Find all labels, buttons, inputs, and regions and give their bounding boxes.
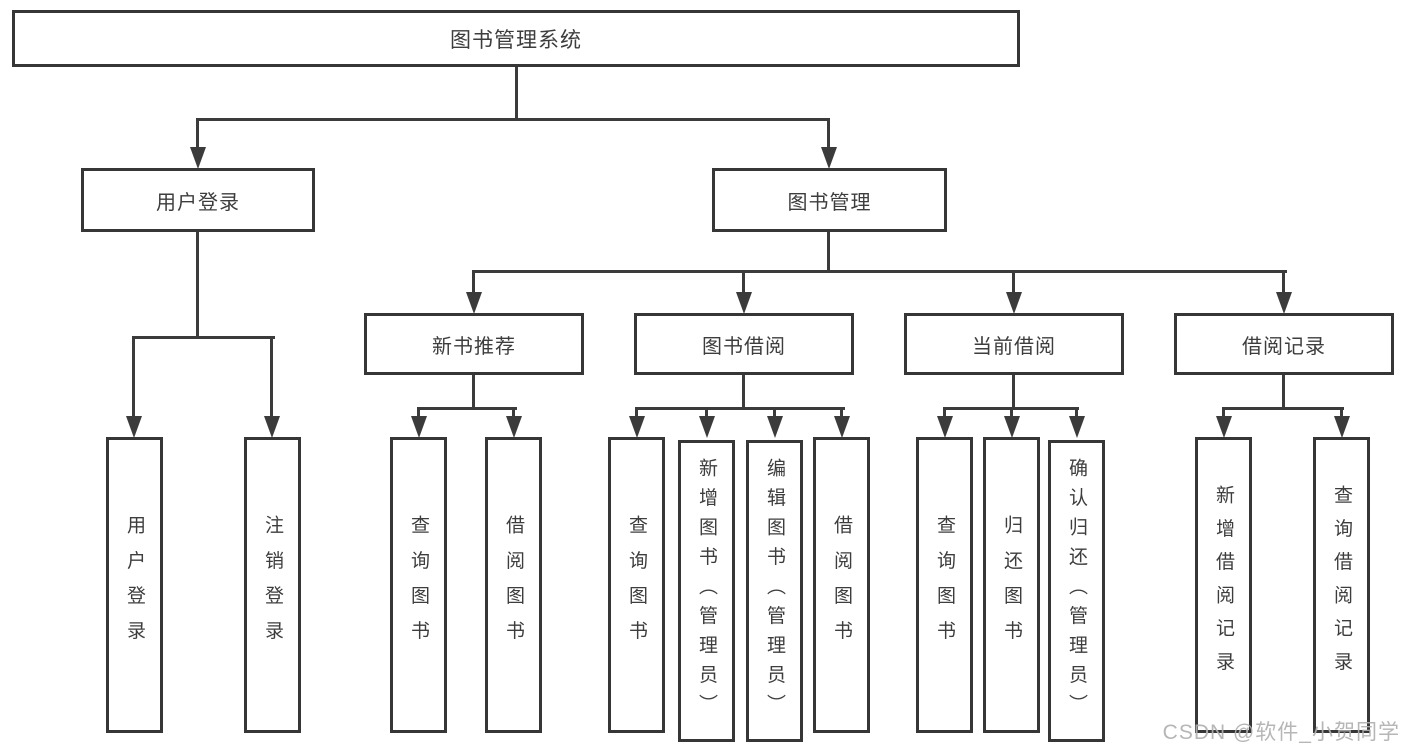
connector-leaf-drop: [840, 407, 843, 417]
leaf-borrow-books: 借阅图书: [485, 437, 542, 733]
leaf-label: 借阅图书: [831, 514, 852, 656]
arrow-down-icon: [736, 292, 752, 314]
connector-leaf-drop: [512, 407, 515, 417]
leaf-confirm-return-admin: 确认归还（管理员）: [1048, 440, 1105, 742]
leaf-label: 新增借阅记录: [1213, 485, 1234, 685]
leaf-label: 查询图书: [934, 514, 955, 656]
connector-level2-drop: [1282, 270, 1285, 293]
arrow-down-icon: [937, 416, 953, 438]
arrow-down-icon: [1334, 416, 1350, 438]
csdn-watermark: CSDN @软件_小贺同学: [1162, 721, 1400, 744]
connector-book-mgmt-stem: [827, 232, 830, 273]
arrow-down-icon: [1216, 416, 1232, 438]
leaf-label: 查询借阅记录: [1331, 485, 1352, 685]
leaf-label: 用户登录: [124, 514, 145, 656]
leaf-query-books: 查询图书: [608, 437, 665, 733]
leaf-user-login: 用户登录: [106, 437, 163, 733]
connector-leaf-drop: [1340, 407, 1343, 417]
connector-leaf-drop: [1010, 407, 1013, 417]
node-label: 用户登录: [156, 191, 240, 214]
node-label: 新书推荐: [432, 335, 516, 358]
node-label: 图书管理系统: [450, 28, 582, 52]
leaf-borrow-books: 借阅图书: [813, 437, 870, 733]
connector-leaf-drop: [270, 336, 273, 417]
connector-root-drop: [515, 67, 518, 120]
arrow-down-icon: [834, 416, 850, 438]
leaf-label: 借阅图书: [503, 514, 524, 656]
leaf-label: 查询图书: [626, 514, 647, 656]
connector-leaf-drop: [773, 407, 776, 417]
connector-stem: [1012, 375, 1015, 410]
connector-level2-drop: [1012, 270, 1015, 293]
node-label: 当前借阅: [972, 335, 1056, 358]
connector-stem: [472, 375, 475, 410]
connector-bus: [419, 407, 517, 410]
arrow-down-icon: [1069, 416, 1085, 438]
connector-leaf-drop: [705, 407, 708, 417]
leaf-logout: 注销登录: [244, 437, 301, 733]
node-label: 图书借阅: [702, 335, 786, 358]
arrow-down-icon: [1276, 292, 1292, 314]
node-label: 借阅记录: [1242, 335, 1326, 358]
connector-level2-bus: [474, 270, 1287, 273]
connector-level2-drop: [472, 270, 475, 293]
connector-user-login-stem: [196, 232, 199, 339]
connector-leaf-drop: [635, 407, 638, 417]
node-label: 图书管理: [787, 191, 872, 214]
arrow-down-icon: [506, 416, 522, 438]
connector-leaf-drop: [943, 407, 946, 417]
connector-leaf-drop: [1222, 407, 1225, 417]
node-library-system: 图书管理系统: [12, 10, 1020, 67]
leaf-add-book-admin: 新增图书（管理员）: [678, 440, 735, 742]
connector-book-mgmt-drop: [827, 118, 830, 148]
connector-leaf-drop: [1075, 407, 1078, 417]
arrow-down-icon: [264, 416, 280, 438]
arrow-down-icon: [126, 416, 142, 438]
connector-stem: [1282, 375, 1285, 410]
node-book-borrow: 图书借阅: [634, 313, 854, 375]
connector-leaf-drop: [132, 336, 135, 417]
node-user-login: 用户登录: [81, 168, 315, 232]
connector-user-login-bus: [134, 336, 275, 339]
connector-leaf-drop: [417, 407, 420, 417]
arrow-down-icon: [821, 147, 837, 169]
connector-user-login-drop: [196, 118, 199, 148]
arrow-down-icon: [767, 416, 783, 438]
leaf-label: 归还图书: [1001, 514, 1022, 656]
node-current-borrow: 当前借阅: [904, 313, 1124, 375]
leaf-query-books: 查询图书: [916, 437, 973, 733]
node-borrow-records: 借阅记录: [1174, 313, 1394, 375]
connector-level1-bus: [198, 118, 830, 121]
leaf-edit-book-admin: 编辑图书（管理员）: [746, 440, 803, 742]
connector-stem: [742, 375, 745, 410]
leaf-query-borrow-record: 查询借阅记录: [1313, 437, 1370, 733]
leaf-label: 查询图书: [408, 514, 429, 656]
connector-level2-drop: [742, 270, 745, 293]
leaf-label: 新增图书（管理员）: [696, 458, 717, 724]
connector-bus: [637, 407, 845, 410]
arrow-down-icon: [466, 292, 482, 314]
leaf-label: 注销登录: [262, 514, 283, 656]
arrow-down-icon: [411, 416, 427, 438]
leaf-query-books: 查询图书: [390, 437, 447, 733]
leaf-label: 编辑图书（管理员）: [764, 458, 785, 724]
connector-bus: [1224, 407, 1344, 410]
arrow-down-icon: [190, 147, 206, 169]
node-book-management: 图书管理: [712, 168, 947, 232]
node-new-book-recommend: 新书推荐: [364, 313, 584, 375]
leaf-label: 确认归还（管理员）: [1066, 458, 1087, 724]
leaf-add-borrow-record: 新增借阅记录: [1195, 437, 1252, 733]
arrow-down-icon: [1004, 416, 1020, 438]
leaf-return-books: 归还图书: [983, 437, 1040, 733]
arrow-down-icon: [629, 416, 645, 438]
arrow-down-icon: [699, 416, 715, 438]
arrow-down-icon: [1006, 292, 1022, 314]
